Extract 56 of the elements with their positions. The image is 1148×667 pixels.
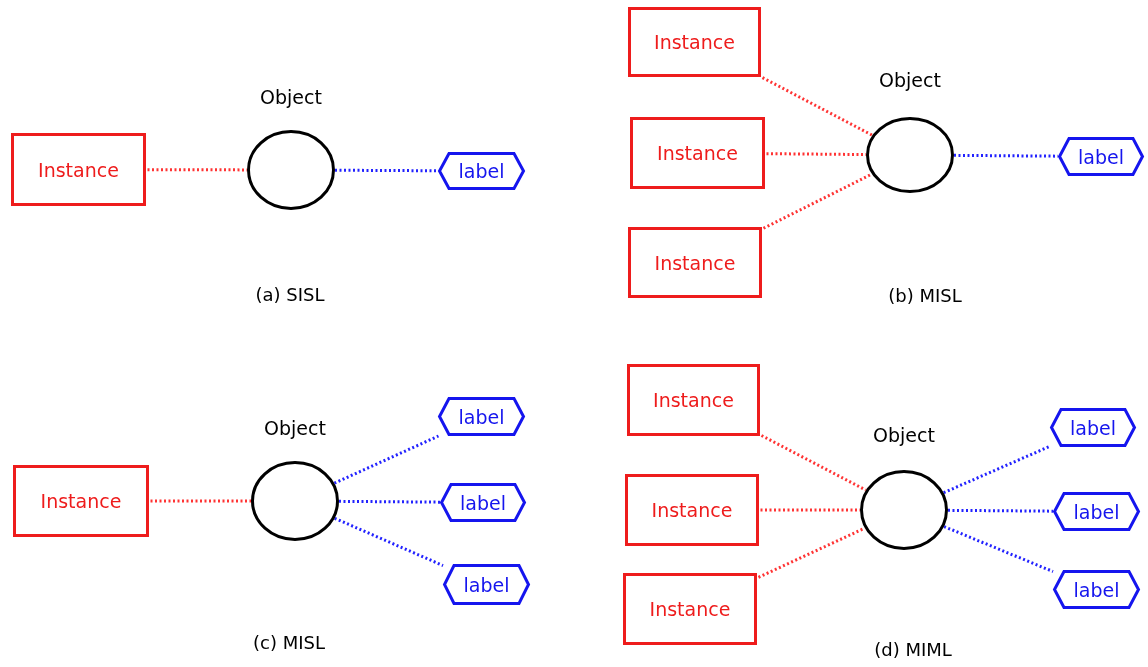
dotted-connector [766, 152, 866, 157]
dotted-connector [147, 168, 247, 172]
instance-box [11, 133, 146, 206]
box-text: Instance [38, 158, 119, 181]
box-text: Instance [651, 499, 733, 521]
dotted-connector [943, 525, 1054, 573]
instance-box [13, 465, 149, 537]
object-heading: Object [872, 424, 936, 446]
dotted-connector [760, 434, 867, 492]
box-text: Instance [649, 598, 731, 620]
hexagon-text: label [1078, 145, 1124, 168]
panel-caption: (d) MIML [874, 639, 952, 660]
label-hexagon [438, 152, 525, 190]
dotted-connector [761, 76, 874, 137]
hexagon-text: label [460, 491, 506, 514]
label-hexagon [443, 564, 530, 605]
label-hexagon [1053, 492, 1140, 531]
dotted-connector [943, 444, 1051, 495]
dotted-connector [150, 499, 251, 503]
object-heading: Object [878, 69, 942, 91]
dotted-connector [334, 516, 444, 567]
hexagon-text: label [458, 405, 505, 428]
dotted-connector [760, 508, 860, 512]
instance-box [627, 364, 760, 436]
instance-box [628, 7, 761, 77]
box-text: Instance [653, 389, 734, 411]
label-hexagon [438, 397, 525, 436]
dotted-connector [948, 508, 1053, 513]
object-heading: Object [259, 86, 323, 108]
box-text: Instance [654, 31, 735, 53]
dotted-connector [757, 526, 866, 579]
box-text: Instance [657, 142, 738, 164]
panel-caption: (b) MISL [888, 285, 962, 306]
panel-caption: (a) SISL [255, 284, 325, 305]
label-hexagon [1053, 570, 1140, 609]
instance-box [625, 474, 759, 546]
dotted-connector [339, 499, 440, 504]
hexagon-text: label [1073, 578, 1120, 601]
box-text: Instance [654, 251, 736, 274]
dotted-connector [762, 172, 873, 230]
hexagon-text: label [1073, 500, 1120, 523]
instance-box [623, 573, 757, 645]
box-text: Instance [40, 490, 122, 512]
dotted-connector [335, 168, 438, 173]
dotted-connector [333, 434, 440, 485]
label-hexagon [1050, 408, 1136, 447]
dotted-connector [954, 153, 1058, 158]
hexagon-text: label [458, 160, 505, 182]
hexagon-text: label [463, 573, 510, 596]
label-hexagon [1058, 137, 1144, 176]
label-hexagon [440, 483, 526, 522]
instance-box [628, 227, 762, 298]
hexagon-text: label [1070, 416, 1116, 439]
instance-box [630, 117, 765, 189]
object-heading: Object [263, 417, 327, 439]
panel-caption: (c) MISL [253, 632, 325, 653]
